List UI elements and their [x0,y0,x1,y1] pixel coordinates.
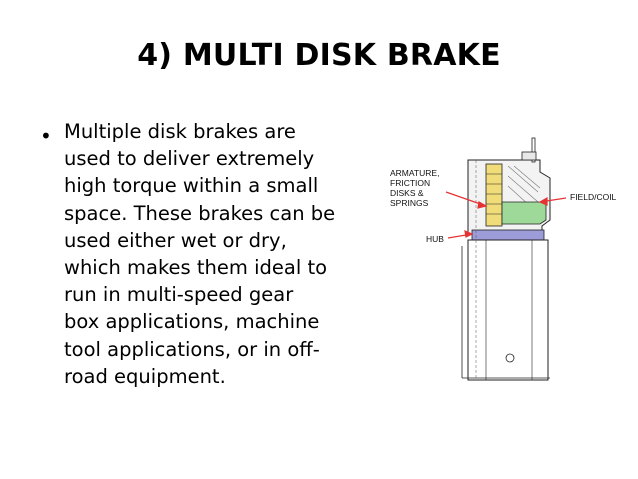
shaft-knob [505,353,515,363]
top-pin [531,137,536,163]
body-line: high torque within a small [64,174,319,198]
hub [471,229,545,241]
body-line: used either wet or dry, [64,228,287,252]
top-nut [521,151,537,161]
brake-cross-section-diagram: ARMATURE, FRICTION DISKS & SPRINGS FIELD… [390,137,617,381]
body-line: Multiple disk brakes are [64,120,296,143]
label-disks: DISKS & [390,188,424,198]
housing-hatch [507,165,541,207]
label-springs: SPRINGS [390,198,429,208]
body-line: space. These brakes can be [64,201,336,225]
body-line: which makes them ideal to [64,256,328,280]
bullet-icon: • [40,124,52,148]
body-line: road equipment. [64,364,226,388]
label-hub: HUB [426,234,444,244]
body-line: run in multi-speed gear [64,283,294,307]
slide-title: 4) MULTI DISK BRAKE [137,38,501,73]
label-armature: ARMATURE, [390,168,439,178]
body-line: used to deliver extremely [64,147,315,171]
body-line: tool applications, or in off- [64,337,320,361]
friction-disks [485,163,503,227]
pointer-arrows [445,191,567,239]
label-friction: FRICTION [390,178,430,188]
bullet-text: Multiple disk brakes are used to deliver… [64,118,384,390]
body-line: box applications, machine [64,310,320,334]
field-coil [501,201,547,225]
label-field-coil: FIELD/COIL [570,192,617,202]
